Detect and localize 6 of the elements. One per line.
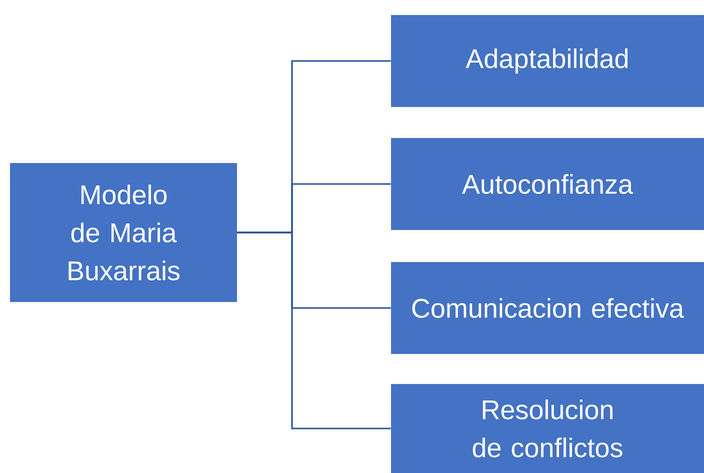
connector-line [237, 232, 391, 430]
process-box: Resolucion de conflictos [391, 384, 704, 473]
process-box: Autoconfianza [391, 138, 704, 230]
process-box: Adaptabilidad [391, 15, 704, 107]
process-box: Comunicacion efectiva [391, 262, 704, 354]
process-box: Modelo de Maria Buxarrais [10, 163, 237, 302]
